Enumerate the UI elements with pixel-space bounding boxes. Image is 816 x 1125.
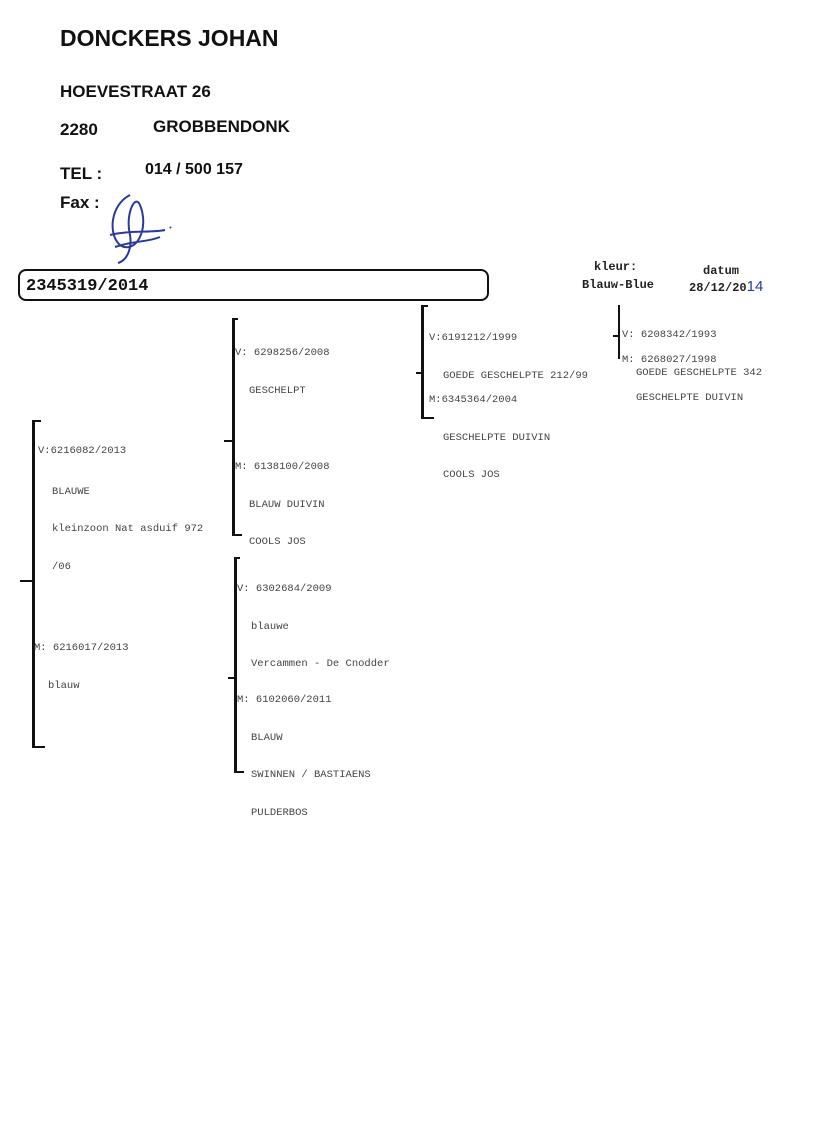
tel-number: 014 / 500 157	[145, 161, 243, 178]
line: BLAUW DUIVIN	[249, 498, 325, 511]
sire-dam-entry: M: 6138100/2008 BLAUW DUIVIN COOLS JOS	[235, 436, 330, 574]
owner-name: DONCKERS JOHAN	[60, 25, 279, 51]
dam-sire-entry: V: 6302684/2009 blauwe Vercammen - De Cn…	[237, 558, 390, 696]
line: BLAUW	[251, 731, 283, 744]
owner-city: GROBBENDONK	[153, 117, 290, 136]
ring: M:6345364/2004	[429, 394, 518, 406]
ring-number: 2345319/2014	[26, 277, 149, 296]
tel-label: TEL :	[60, 164, 103, 183]
dam-line: blauw	[48, 679, 80, 692]
sire-line: BLAUWE	[52, 485, 90, 498]
dam-entry: M: 6216017/2013 blauw	[34, 617, 129, 717]
line: blauwe	[251, 620, 289, 633]
date-label: datum	[703, 264, 740, 278]
line: GESCHELPT	[249, 384, 306, 397]
sire-ring: V:6216082/2013	[38, 445, 127, 457]
sssd-entry: M: 6268027/1998 GESCHELPTE DUIVIN	[622, 329, 743, 429]
ring: V: 6208342/1993	[622, 329, 717, 341]
date-handwritten: 14	[746, 278, 764, 295]
line: COOLS JOS	[443, 469, 500, 481]
color-label: kleur:	[594, 260, 638, 274]
sire-line: /06	[52, 560, 71, 573]
dam-dam-entry: M: 6102060/2011 BLAUW SWINNEN / BASTIAEN…	[237, 669, 371, 844]
ring-number-box: 2345319/2014	[18, 269, 489, 301]
signature-icon	[109, 194, 172, 264]
line: GOEDE GESCHELPTE 212/99	[443, 369, 588, 382]
owner-postcode: 2280	[60, 120, 98, 139]
ring: V: 6298256/2008	[235, 347, 330, 359]
line: GESCHELPTE DUIVIN	[636, 391, 744, 404]
dam-ring: M: 6216017/2013	[34, 642, 129, 654]
sire-entry: V:6216082/2013 BLAUWE kleinzoon Nat asdu…	[38, 420, 203, 598]
date-printed: 28/12/20	[689, 281, 747, 295]
sire-sire-dam-entry: M:6345364/2004 GESCHELPTE DUIVIN COOLS J…	[429, 369, 550, 507]
date-value: 28/12/2014	[689, 278, 763, 295]
ssss-entry: V: 6208342/1993 GOEDE GESCHELPTE 342	[622, 304, 762, 404]
fax-label: Fax :	[60, 193, 100, 212]
ring: M: 6268027/1998	[622, 354, 717, 366]
sire-sire-sire-entry: V:6191212/1999 GOEDE GESCHELPTE 212/99	[429, 307, 588, 407]
line: PULDERBOS	[251, 806, 308, 819]
sire-line: kleinzoon Nat asduif 972	[52, 523, 204, 535]
line: SWINNEN / BASTIAENS	[251, 769, 371, 781]
color-value: Blauw-Blue	[582, 278, 655, 292]
sire-sire-entry: V: 6298256/2008 GESCHELPT	[235, 322, 330, 422]
ring: V: 6302684/2009	[237, 583, 332, 595]
line: GESCHELPTE DUIVIN	[443, 431, 551, 444]
line: GOEDE GESCHELPTE 342	[636, 366, 763, 379]
ring: V:6191212/1999	[429, 332, 518, 344]
ring: M: 6102060/2011	[237, 694, 332, 706]
line: Vercammen - De Cnodder	[251, 658, 390, 670]
line: COOLS JOS	[249, 536, 306, 548]
ring: M: 6138100/2008	[235, 461, 330, 473]
owner-street: HOEVESTRAAT 26	[60, 82, 211, 101]
